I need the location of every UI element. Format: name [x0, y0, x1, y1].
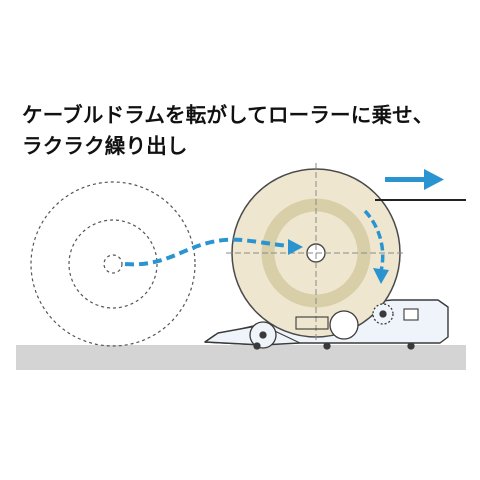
stand-foot-1	[253, 342, 261, 350]
rotation-arrow	[363, 209, 389, 284]
rotation-arrowhead	[373, 268, 389, 284]
rotation-arc	[363, 209, 385, 272]
roll-path-line	[124, 237, 291, 267]
stand-right-slot	[403, 308, 419, 321]
stand-rail	[295, 316, 329, 330]
stand-left-roller-pin	[259, 331, 267, 339]
ghost-drum-hub	[103, 254, 123, 274]
caption-line-2: ラクラク繰り出し	[22, 134, 188, 158]
ghost-drum-outer	[30, 181, 196, 347]
roller-stand-details	[249, 303, 419, 350]
pull-arrow-shaft	[385, 177, 425, 182]
stand-foot-2	[323, 342, 331, 350]
ghost-drum-inner	[68, 219, 158, 309]
stand-right-roller-pin	[379, 310, 387, 318]
pull-direction-arrow	[385, 169, 444, 190]
pull-arrow-head	[424, 169, 444, 190]
stand-mid-hole	[329, 310, 359, 340]
roll-path-arrow	[124, 237, 303, 267]
caption-line-1: ケーブルドラムを転がしてローラーに乗せ、	[22, 103, 434, 127]
caption: ケーブルドラムを転がしてローラーに乗せ、 ラクラク繰り出し	[22, 100, 472, 162]
roll-path-arrowhead	[288, 239, 303, 255]
cable-drum	[226, 163, 406, 343]
ghost-drum	[30, 181, 196, 347]
floor	[16, 345, 466, 370]
stand-foot-3	[407, 342, 415, 350]
